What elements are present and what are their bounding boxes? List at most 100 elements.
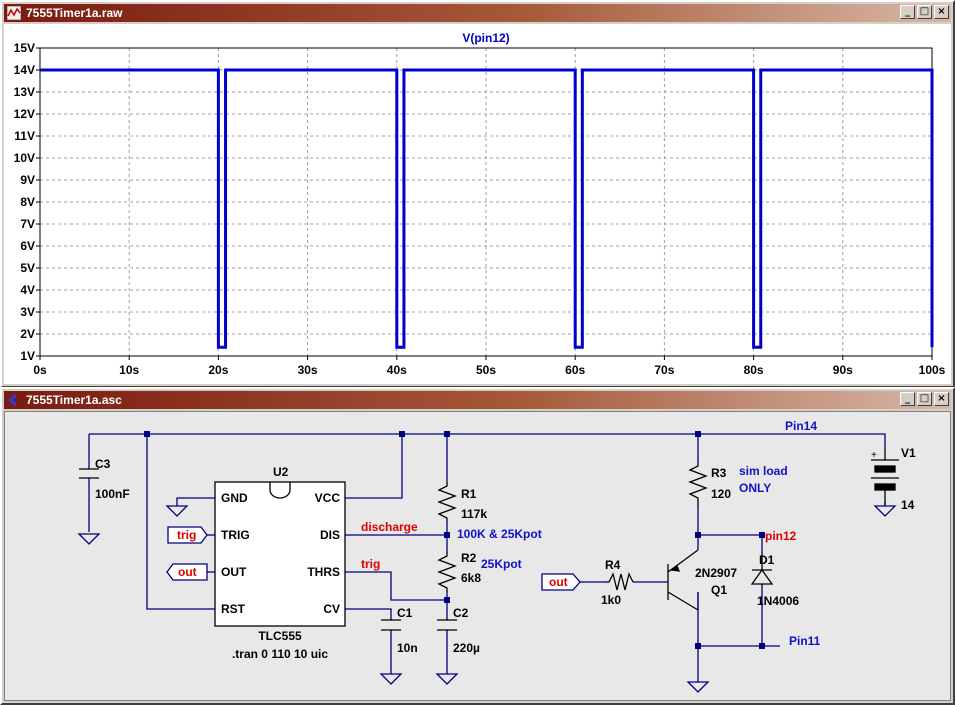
maximize-button[interactable]: □ [917, 392, 932, 406]
y-tick-label: 10V [14, 151, 35, 165]
sim-load-note: sim load [739, 464, 788, 478]
y-tick-label: 9V [20, 173, 35, 187]
minimize-button[interactable]: _ [900, 5, 915, 19]
r1-resistor[interactable] [437, 482, 457, 522]
trace-label: V(pin12) [462, 31, 509, 45]
c1-value: 10n [397, 641, 418, 655]
ground-symbol [165, 505, 189, 517]
schematic-window-title: 7555Timer1a.asc [26, 393, 122, 407]
q1-transistor[interactable] [667, 549, 699, 611]
c3-capacitor[interactable] [79, 466, 99, 482]
x-tick-label: 0s [33, 363, 47, 377]
r3-value: 120 [711, 487, 731, 501]
r3-label: R3 [711, 466, 727, 480]
pin14-label: Pin14 [785, 419, 817, 433]
c2-capacitor[interactable] [437, 619, 457, 631]
sim-directive[interactable]: .tran 0 110 10 uic [232, 647, 328, 661]
close-button[interactable]: × [934, 5, 949, 19]
y-tick-label: 5V [20, 261, 35, 275]
x-tick-label: 60s [565, 363, 585, 377]
ground-symbol [435, 673, 459, 685]
out-flag[interactable]: out [541, 573, 581, 591]
y-tick-label: 4V [20, 283, 35, 297]
out-flag-text: out [178, 565, 197, 579]
waveform-chart[interactable]: 0s 10s 20s 30s 40s 50s 60s 70s 80s 90s 100s 1V 2V 3V 4… [4, 24, 951, 384]
pin-vcc: VCC [315, 491, 341, 505]
q1-model: 2N2907 [695, 566, 737, 580]
x-tick-label: 90s [833, 363, 853, 377]
close-button[interactable]: × [934, 392, 949, 406]
trig-flag-text: trig [177, 528, 196, 542]
q1-label: Q1 [711, 583, 727, 597]
plot-area[interactable]: 0s 10s 20s 30s 40s 50s 60s 70s 80s 90s 100s 1V 2V 3V 4… [4, 24, 951, 384]
d1-label: D1 [759, 553, 775, 567]
r1-label: R1 [461, 487, 477, 501]
r1-value: 117k [461, 507, 487, 521]
y-tick-label: 14V [14, 63, 35, 77]
x-tick-label: 20s [208, 363, 228, 377]
schematic-window: 7555Timer1a.asc _ □ × [0, 387, 955, 705]
pin-dis: DIS [320, 528, 340, 542]
pin12-label: pin12 [765, 529, 797, 543]
x-tick-label: 100s [919, 363, 946, 377]
r2-resistor[interactable] [437, 552, 457, 592]
out-flag[interactable]: out [166, 563, 208, 581]
x-tick-label: 10s [119, 363, 139, 377]
r2-label: R2 [461, 551, 477, 565]
d1-diode[interactable] [750, 552, 774, 587]
pin-rst: RST [221, 602, 246, 616]
schematic-icon [8, 394, 17, 406]
schematic-titlebar[interactable]: 7555Timer1a.asc _ □ × [4, 391, 951, 409]
pin-cv: CV [323, 602, 340, 616]
c1-capacitor[interactable] [381, 619, 401, 631]
trig-net-note: trig [361, 557, 380, 571]
v1-source[interactable]: + [871, 450, 899, 506]
y-tick-label: 7V [20, 217, 35, 231]
y-tick-label: 2V [20, 327, 35, 341]
x-tick-label: 80s [744, 363, 764, 377]
ground-symbol [379, 673, 403, 685]
r4-value: 1k0 [601, 593, 621, 607]
y-tick-label: 6V [20, 239, 35, 253]
x-tick-label: 50s [476, 363, 496, 377]
chip-notch [269, 482, 291, 499]
y-tick-label: 8V [20, 195, 35, 209]
r4-label: R4 [605, 558, 621, 572]
y-tick-label: 1V [20, 349, 35, 363]
r4-resistor[interactable] [605, 572, 634, 591]
y-tick-label: 12V [14, 107, 35, 121]
y-tick-label: 13V [14, 85, 35, 99]
svg-text:+: + [871, 450, 877, 461]
pin-gnd: GND [221, 491, 248, 505]
schematic-drawing[interactable]: C3 100nF U2 GND TRIG OUT RST VCC DIS THR… [5, 412, 950, 702]
x-tick-label: 30s [298, 363, 318, 377]
pot1-note: 100K & 25Kpot [457, 527, 542, 541]
pin-trig: TRIG [221, 528, 250, 542]
tlc555-chip[interactable] [214, 481, 346, 627]
r2-value: 6k8 [461, 571, 481, 585]
discharge-note: discharge [361, 520, 418, 534]
c1-label: C1 [397, 606, 413, 620]
y-tick-label: 11V [14, 129, 35, 143]
pin11-label: Pin11 [789, 634, 821, 648]
ic-ref: U2 [273, 465, 289, 479]
v1-value: 14 [901, 498, 915, 512]
maximize-button[interactable]: □ [917, 5, 932, 19]
x-tick-label: 40s [387, 363, 407, 377]
c2-value: 220µ [453, 641, 480, 655]
c3-label: C3 [95, 457, 111, 471]
r3-resistor[interactable] [688, 462, 708, 507]
minimize-button[interactable]: _ [900, 392, 915, 406]
waveform-window-title: 7555Timer1a.raw [26, 6, 123, 20]
waveform-icon [7, 6, 21, 20]
waveform-titlebar[interactable]: 7555Timer1a.raw _ □ × [4, 4, 951, 22]
trig-flag[interactable]: trig [167, 526, 208, 544]
y-tick-label: 3V [20, 305, 35, 319]
schematic-wires [88, 433, 886, 682]
sim-load-note-2: ONLY [739, 481, 771, 495]
ground-symbol [873, 505, 897, 517]
d1-model: 1N4006 [757, 594, 799, 608]
ic-part: TLC555 [258, 629, 302, 643]
x-tick-label: 70s [654, 363, 674, 377]
schematic-canvas[interactable]: C3 100nF U2 GND TRIG OUT RST VCC DIS THR… [4, 411, 951, 701]
